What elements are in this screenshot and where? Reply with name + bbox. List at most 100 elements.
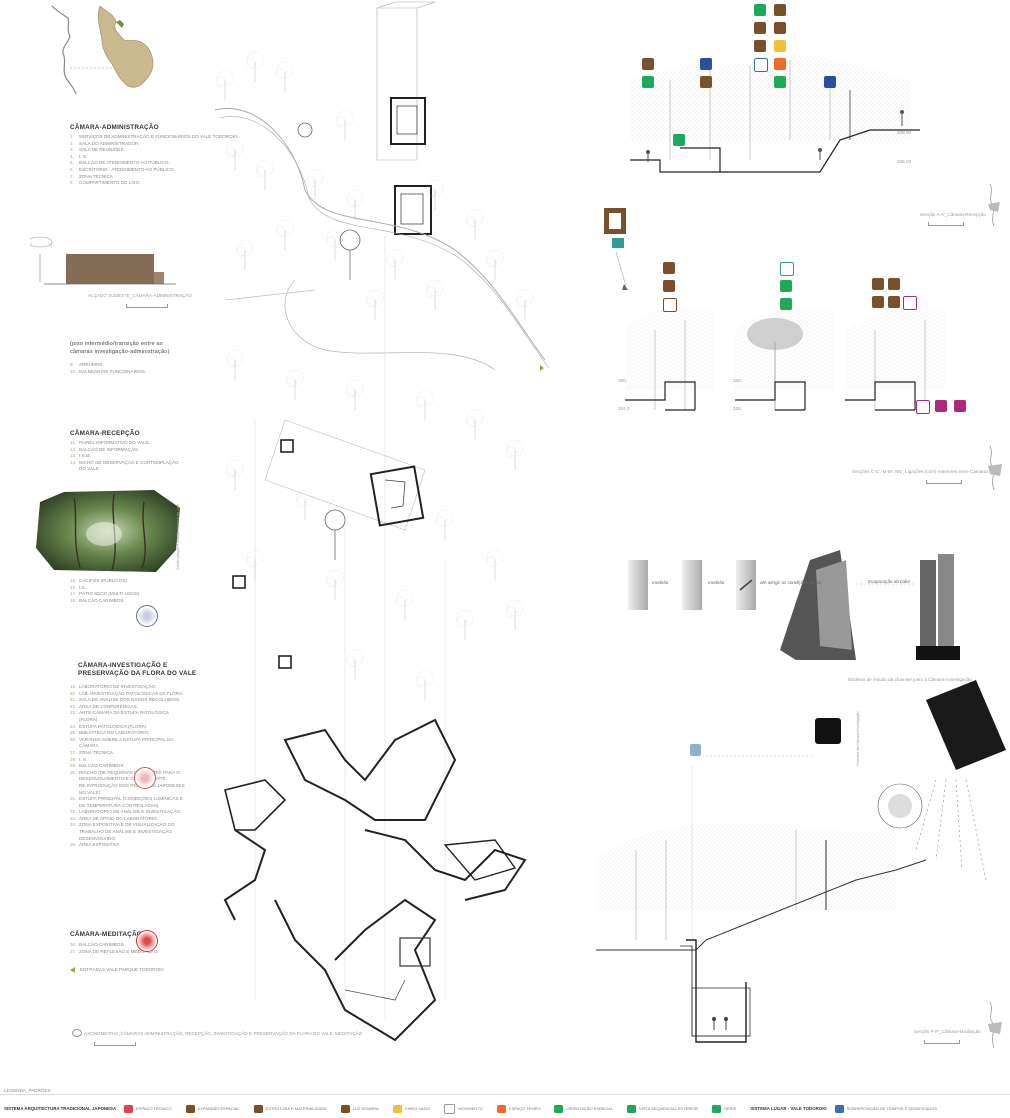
list-item-text: Arrumos.	[79, 362, 104, 367]
entries-label-row: Entradas Vale Parque Todoroki	[70, 967, 164, 974]
section-aa-scalebar	[928, 222, 964, 226]
list-item-number: 24.	[70, 723, 77, 729]
list-item-number: 27.	[70, 749, 77, 755]
list-item-number: 32.	[70, 809, 77, 815]
list-item-number: 37.	[70, 948, 77, 954]
list-item-number: 18.	[70, 597, 77, 603]
list-item-text: (flora).	[79, 716, 99, 722]
magenta-icon-3	[935, 400, 947, 412]
list-item: 14.Nicho de observação e contemplação	[70, 460, 179, 467]
list-item-number: 28.	[70, 756, 77, 762]
series-icon-4	[780, 280, 792, 292]
legend-label: Espaço Técnico	[136, 1106, 172, 1112]
list-item-text: do vale.	[79, 466, 100, 472]
list-item: 6.Escritório - Atendimento ao Público.	[70, 167, 238, 174]
list-item-number: 9.	[70, 362, 74, 367]
list-item-text: Balneários funcionários.	[79, 368, 147, 374]
list-item-text: Cacifos (públicos)	[79, 578, 127, 583]
legend-label: Vista Sequencial Exterior	[638, 1106, 699, 1112]
list-item-text: Área expositiva.	[79, 842, 121, 848]
spatial-orientation-icon-2	[780, 262, 794, 276]
list-item: 11.Painel informativo do vale.	[70, 440, 179, 447]
intermediate-list: 9. Arrumos. 10.Balneários funcionários.	[70, 362, 146, 375]
list-item: 21.Sala de análise dos dados recolhidos.	[70, 697, 185, 704]
structure-icon-1	[774, 4, 786, 16]
legend-swatch	[185, 1104, 195, 1113]
legend-label: Expansão Espacial	[197, 1106, 240, 1112]
model-step-3: até atingir as condições ideais	[760, 580, 822, 585]
elevation-scalebar	[126, 304, 168, 308]
list-item-text: Sala de análise dos dados recolhidos.	[79, 697, 181, 703]
list-item: 9. Arrumos.	[70, 362, 146, 369]
list-item: 27.Zona técnica.	[70, 750, 185, 757]
list-item-number: 26.	[70, 736, 77, 742]
chimney-models-drawing	[628, 550, 960, 660]
list-item-text: Ante-câmara da estufa patológica	[79, 710, 169, 716]
list-item-text: Sala do Administrador.	[79, 140, 140, 146]
list-item-number: 15.	[70, 578, 77, 583]
list-item-number: 3.	[70, 147, 74, 153]
list-item-text: Serviços de Administração e Funcionários…	[79, 134, 239, 139]
list-item-number: 8.	[70, 180, 74, 186]
list-item: 5. Balcão de Atendimento ao Público.	[70, 160, 238, 167]
axonometry-scalebar	[94, 1042, 136, 1046]
list-item-number: 5.	[70, 160, 74, 166]
list-item-text: Zona de reflexão e meditação.	[79, 948, 159, 954]
intermediate-heading-2: câmaras investigação-administração)	[70, 349, 170, 355]
list-item-text: de temperatura controladas).	[79, 802, 160, 808]
legend-label: Série	[724, 1106, 737, 1112]
chamber-caption: Modelos de estudo da chaminé junto à Câm…	[848, 677, 972, 682]
list-item: 37.Zona de reflexão e meditação.	[70, 949, 159, 956]
list-item-text: Escritório - Atendimento ao Público.	[79, 166, 175, 172]
reception-heading: Câmara-Recepção	[70, 430, 140, 437]
investigation-list: 19.Laboratório de investigação.20.Lab. i…	[70, 684, 185, 849]
legend-swatch	[340, 1104, 350, 1113]
list-item-number: 14.	[70, 459, 77, 465]
overlap-icon-2	[690, 744, 701, 756]
light-shadow-icon-3	[888, 278, 900, 290]
list-item-text: Laboratório de análise e investigação.	[79, 809, 182, 815]
legend-label: Sobreposição de Tempos e Significados	[846, 1106, 938, 1112]
movement-icon-2	[663, 298, 677, 312]
list-item-number: 20.	[70, 690, 77, 696]
list-item: 17.Pátio seco (multi-usos)	[70, 591, 139, 598]
light-shadow-icon-1	[774, 22, 786, 34]
legend-swatch	[554, 1104, 564, 1113]
list-item-text: Balcão de informação.	[79, 446, 139, 452]
list-item: 10.Balneários funcionários.	[70, 369, 146, 376]
axonometry-drawing	[214, 1, 550, 1042]
list-item-text: Lab. investigação patológicas da flora.	[79, 690, 184, 696]
list-item-text: Estufa patológica (flora).	[79, 723, 148, 729]
list-item-number: 11.	[70, 440, 77, 445]
list-item: 28.I. S.	[70, 757, 185, 764]
list-item-text: Zona Técnica.	[79, 173, 115, 179]
legend-swatch	[626, 1104, 636, 1113]
list-item: 33.Área de apoio do laboratório.	[70, 816, 185, 823]
legend-label: Espaço Tempo	[508, 1106, 541, 1112]
list-item-text: Varanda sobre a estufa principal da	[79, 736, 174, 742]
list-item-text: desenvolvimento e consequente	[79, 776, 166, 782]
list-item: 15.Cacifos (públicos)	[70, 578, 139, 585]
section-links-caption: Secções C-C', M-M', NN'_Ligações (com) I…	[852, 469, 989, 474]
list-item-text: Painel informativo do vale.	[79, 440, 150, 445]
structure-icon-3	[754, 40, 766, 52]
list-item-text: Balcão carimbos.	[79, 942, 125, 947]
magenta-icon-2	[916, 400, 930, 414]
section-pp-scalebar	[924, 1040, 960, 1044]
axonometry-north-icon	[72, 1029, 82, 1037]
series-icon-5	[780, 298, 792, 310]
overlap-icon-1	[824, 76, 836, 88]
reception-photo-caption: Contemplação e relação espacial do vale	[176, 504, 180, 570]
list-item-number: 7.	[70, 173, 74, 179]
legend-label: Estrutura e Materialidade	[265, 1106, 327, 1112]
section-pp-drawing	[596, 680, 1006, 1043]
list-item-number: 34.	[70, 822, 77, 828]
legend-divider	[0, 1094, 1010, 1095]
list-item-text: Biblioteca do laboratório.	[79, 730, 150, 736]
list-item-text: Pátio seco (multi-usos)	[79, 591, 140, 597]
list-item-text: Balcão de Atendimento ao Público.	[79, 160, 170, 166]
investigation-heading-2: Preservação da Flora do Vale	[78, 670, 197, 677]
list-item: 34.Zona expositiva e de visualização do	[70, 822, 185, 829]
legend-system-2: Sistema Lugar - Vale Todoroki	[750, 1106, 827, 1112]
light-shadow-icon-4	[888, 296, 900, 308]
